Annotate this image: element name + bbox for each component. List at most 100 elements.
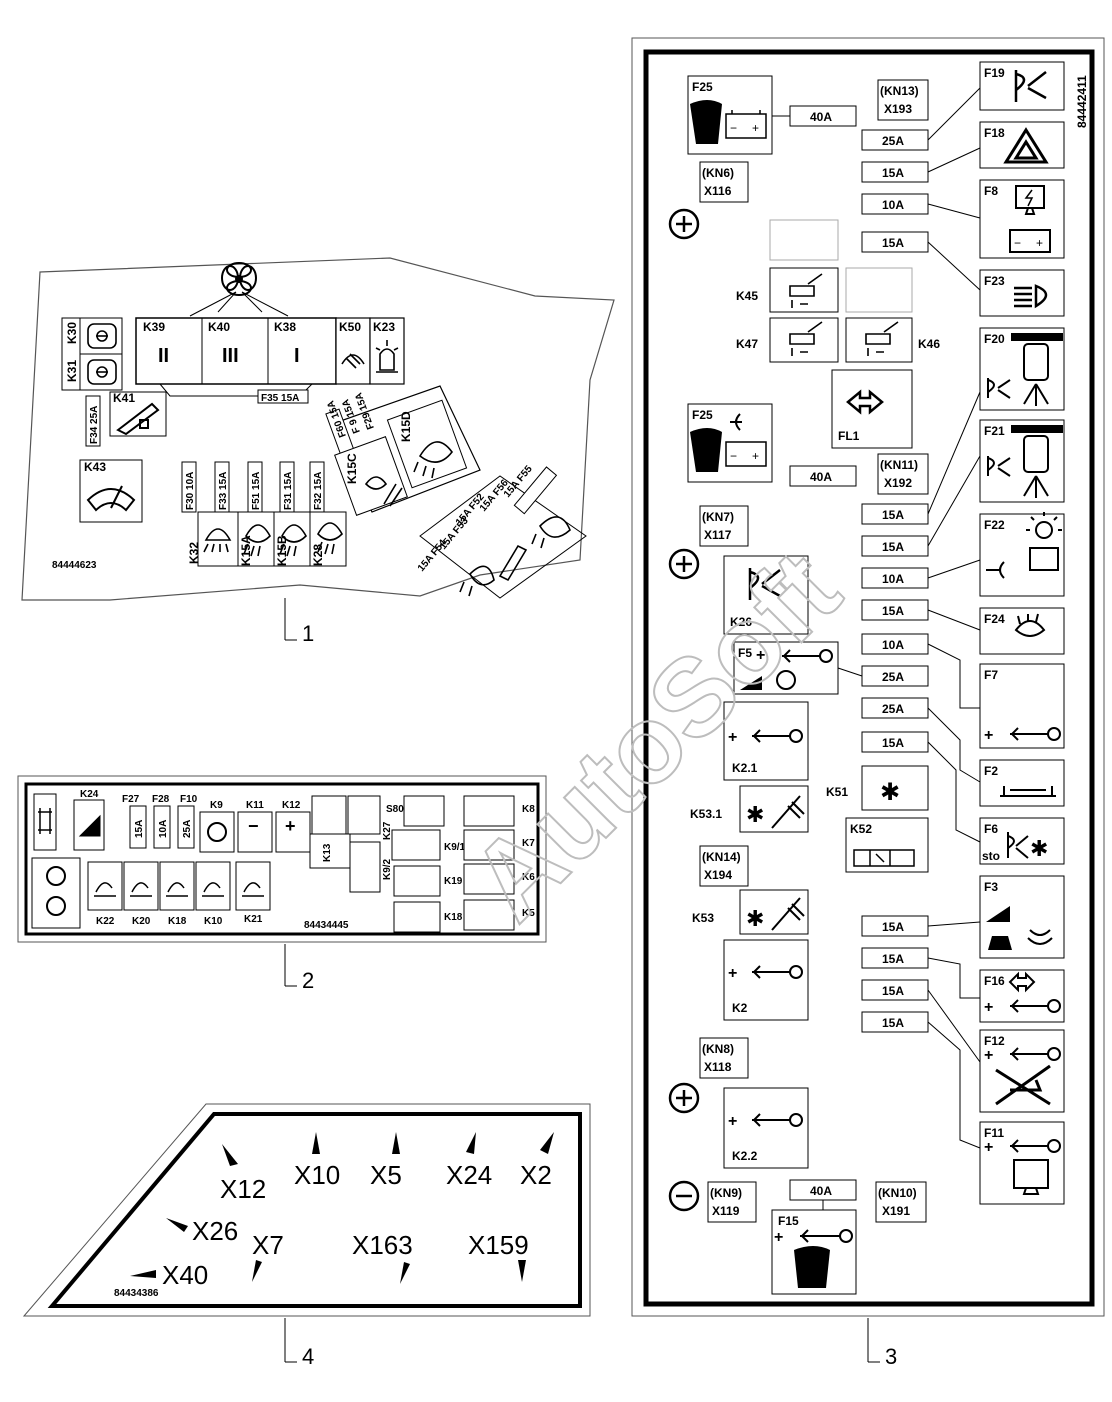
hitch-icon [130, 882, 152, 897]
turn-signal-icon [1008, 971, 1036, 993]
pointer-arrows [130, 1132, 554, 1284]
panel-2: K24 F27 F28 F10 15A 10A 25A K9 K11 − K12… [17, 775, 547, 943]
fuse-value: 10A [158, 820, 169, 838]
fuse-f34: F34 25A [89, 406, 100, 444]
fuse-f51: F51 15A [251, 472, 262, 510]
panel-4: X12 X10 X5 X24 X2 X26 X7 X163 X159 X40 8… [22, 1103, 591, 1317]
hitch-icon [166, 882, 188, 897]
fuse-f5: F5 [738, 646, 752, 660]
connector-kn14: (KN14) [702, 850, 741, 864]
panel-3: 84442411 F25 −+ 40A (KN13) X193 (KN6) X1… [631, 37, 1105, 1317]
relay-k28: K28 [311, 544, 325, 566]
relay-k52: K52 [850, 822, 872, 836]
fuse-f3: F3 [984, 880, 998, 894]
relay-k9: K9 [210, 800, 223, 811]
connector-kn10: (KN10) [878, 1186, 917, 1200]
ramp-up-icon [986, 906, 1010, 922]
connector-x192: X192 [884, 476, 912, 490]
relay-k53: K53 [692, 911, 714, 925]
relay-k38: K38 [274, 320, 296, 334]
negative-terminal-icon [668, 1180, 700, 1212]
pto-icon [46, 896, 66, 916]
joystick-icon [789, 273, 823, 308]
relay-k19: K19 [444, 876, 463, 887]
key-icon [752, 729, 803, 743]
headlight-icon [243, 524, 271, 557]
relay-k21: K21 [244, 914, 263, 925]
fuse-f23: F23 [984, 274, 1005, 288]
positive-terminal-icon [668, 208, 700, 240]
relay-k5: K5 [522, 908, 535, 919]
callout-1: 1 [302, 621, 314, 646]
fuse-value: 40A [810, 470, 832, 484]
relay-k13: K13 [322, 843, 333, 862]
connector-x194: X194 [704, 868, 732, 882]
turn-signal-icon [846, 389, 884, 415]
svg-text:−: − [730, 449, 737, 463]
relay-k53-1: K53.1 [690, 807, 722, 821]
fuse-value: 10A [882, 198, 904, 212]
fuse-f6: F6 [984, 822, 998, 836]
fuse-f11: F11 [984, 1126, 1004, 1140]
fuse-f21: F21 [984, 424, 1005, 438]
fuse-value: 15A [882, 166, 904, 180]
fuel-icon [794, 1246, 830, 1288]
k15cd-block: F60 15A F 9 15A F29 15A K15D K15C [325, 385, 481, 516]
relay-k15c: K15C [345, 453, 359, 484]
fuse-value: 25A [182, 820, 193, 838]
fuse-values-middle: 15A 15A 10A 15A 10A 25A 25A 15A [861, 503, 929, 753]
fuse-value: 15A [882, 236, 904, 250]
sensor-icon [1027, 929, 1053, 945]
lamp-icon [748, 568, 781, 600]
fuse-f30: F30 10A [185, 472, 196, 510]
battery-icon [725, 441, 767, 467]
flasher-fl1: FL1 [838, 429, 860, 443]
ramp-up-icon [740, 676, 762, 690]
headlight-icon [279, 524, 307, 557]
hazard-icon [1003, 127, 1049, 164]
fuse-value: 15A [882, 984, 904, 998]
relay-k20: K20 [132, 916, 151, 927]
relay-k2: K2 [732, 1001, 748, 1015]
ramp-up-icon [78, 814, 101, 837]
fuse-value: 40A [810, 1184, 832, 1198]
positive-terminal-icon [668, 1082, 700, 1114]
stop-label: sto [982, 849, 1000, 863]
fuse-value: 15A [882, 1016, 904, 1030]
svg-text:+: + [728, 965, 737, 982]
work-light-icon [203, 528, 232, 553]
connector-kn7: (KN7) [702, 510, 734, 524]
relay-k18: K18 [168, 916, 187, 927]
parking-icon [988, 936, 1012, 950]
fuse-f25: F25 [692, 408, 713, 422]
headlight-icon [413, 441, 454, 479]
svg-text:+: + [984, 1047, 993, 1064]
key-icon [1010, 1139, 1061, 1153]
relay-k47: K47 [736, 337, 758, 351]
fuse-f8: F8 [984, 184, 998, 198]
key-icon [1010, 1047, 1061, 1061]
hitch-icon [242, 882, 264, 897]
pto-icon [46, 866, 66, 886]
relay-k46: K46 [918, 337, 940, 351]
connector-x193: X193 [884, 102, 912, 116]
pto-icon [776, 670, 796, 690]
relay-k2-2: K2.2 [732, 1149, 758, 1163]
connector-kn6: (KN6) [702, 166, 734, 180]
fuse-value: 40A [810, 110, 832, 124]
connector-x117: X117 [704, 528, 732, 542]
connector-x159: X159 [468, 1230, 529, 1260]
connector-x2: X2 [520, 1160, 552, 1190]
beacon-icon [375, 340, 399, 373]
defrost-icon [341, 353, 365, 369]
relay-k18: K18 [444, 912, 463, 923]
panel3-part-number: 84442411 [1075, 75, 1089, 128]
key-icon [800, 1229, 853, 1243]
battery-icon [725, 110, 767, 139]
fuse-value: 15A [882, 604, 904, 618]
relay-k27: K27 [382, 821, 393, 840]
relay-k51: K51 [826, 785, 848, 799]
fuse-f35: F35 15A [261, 393, 299, 404]
